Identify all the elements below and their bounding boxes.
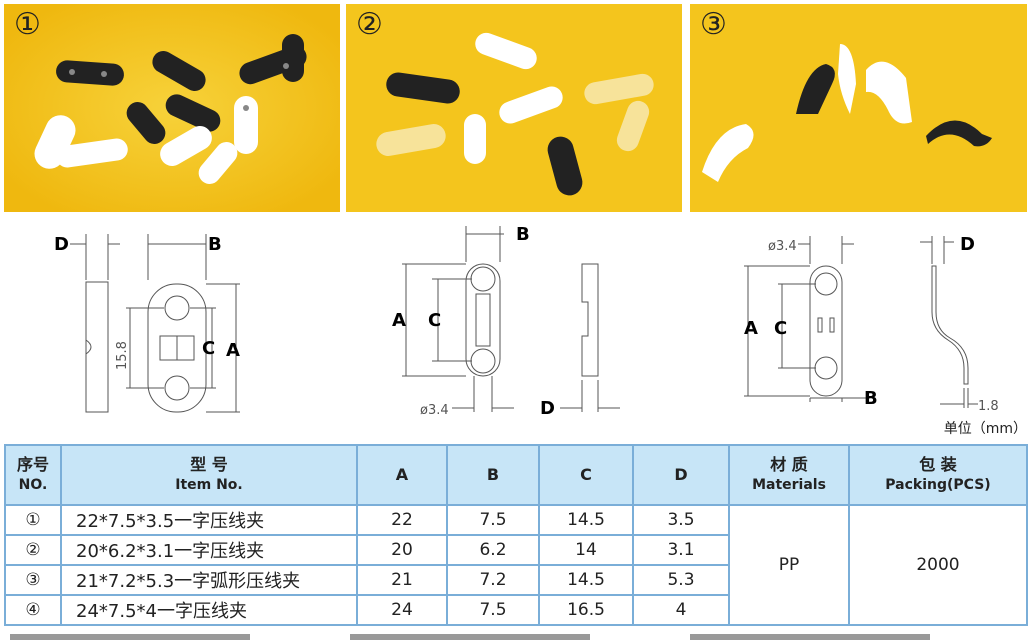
dim-D-label: D	[54, 234, 69, 255]
row-b: 7.5	[446, 594, 540, 626]
clips-photo-2	[346, 4, 682, 212]
row-d: 4	[632, 594, 730, 626]
row-item: 22*7.5*3.5一字压线夹	[60, 504, 358, 536]
row-a: 22	[356, 504, 448, 536]
dim-D-label-3: D	[960, 234, 975, 255]
table-row: ③ 21*7.2*5.3一字弧形压线夹 21 7.2 14.5 5.3	[4, 564, 1027, 596]
dim-D-label-2: D	[540, 398, 555, 419]
product-photo-3: ③	[690, 4, 1027, 212]
row-c: 14.5	[538, 564, 634, 596]
photo-number-2: ②	[356, 7, 383, 42]
header-c: C	[538, 444, 634, 506]
row-a: 24	[356, 594, 448, 626]
thickness-label-3: 1.8	[978, 399, 999, 414]
row-d: 3.1	[632, 534, 730, 566]
material-cell: PP	[728, 504, 850, 626]
row-b: 7.5	[446, 504, 540, 536]
row-c: 14.5	[538, 504, 634, 536]
row-c: 14	[538, 534, 634, 566]
unit-label: 单位（mm）	[943, 421, 1027, 437]
clips-photo-1	[4, 4, 340, 212]
product-photo-1: ①	[4, 4, 340, 212]
packing-cell: 2000	[848, 504, 1028, 626]
row-no: ③	[4, 564, 62, 596]
table-row: ① 22*7.5*3.5一字压线夹 22 7.5 14.5 3.5 PP 200…	[4, 504, 1028, 626]
photo-number-3: ③	[700, 7, 727, 42]
cut-off-footer	[10, 634, 930, 640]
hole-diameter-label-2: ø3.4	[420, 403, 449, 418]
technical-drawing-2: B A C D ø3.4	[392, 224, 620, 419]
row-a: 20	[356, 534, 448, 566]
dim-B-label-2: B	[516, 224, 530, 245]
hole-diameter-label-3: ø3.4	[768, 239, 797, 254]
dim-A-label-3: A	[744, 318, 758, 339]
row-b: 7.2	[446, 564, 540, 596]
row-no: ②	[4, 534, 62, 566]
table-row: ② 20*6.2*3.1一字压线夹 20 6.2 14 3.1	[4, 534, 1027, 566]
table-row: ④ 24*7.5*4一字压线夹 24 7.5 16.5 4	[4, 594, 1027, 626]
row-item: 24*7.5*4一字压线夹	[60, 594, 358, 626]
header-b: B	[446, 444, 540, 506]
product-photo-2: ②	[346, 4, 682, 212]
dim-B-label-3: B	[864, 388, 878, 409]
dim-B-label: B	[208, 234, 222, 255]
row-item: 20*6.2*3.1一字压线夹	[60, 534, 358, 566]
clips-photo-3	[690, 4, 1027, 212]
row-a: 21	[356, 564, 448, 596]
row-d: 5.3	[632, 564, 730, 596]
header-d: D	[632, 444, 730, 506]
header-a: A	[356, 444, 448, 506]
row-c: 16.5	[538, 594, 634, 626]
row-no: ①	[4, 504, 62, 536]
dim-C-label-3: C	[774, 318, 787, 339]
technical-drawing-3: ø3.4 D A C B 1.8	[744, 234, 999, 414]
technical-drawing-1: D B C A 15.8	[54, 234, 240, 413]
dim-A-label-2: A	[392, 310, 406, 331]
row-b: 6.2	[446, 534, 540, 566]
row-item: 21*7.2*5.3一字弧形压线夹	[60, 564, 358, 596]
row-no: ④	[4, 594, 62, 626]
dim-C-label-2: C	[428, 310, 441, 331]
row-d: 3.5	[632, 504, 730, 536]
dim-A-label: A	[226, 340, 240, 361]
hole-spacing-label: 15.8	[115, 341, 130, 370]
photo-number-1: ①	[14, 7, 41, 42]
dim-C-label: C	[202, 338, 215, 359]
